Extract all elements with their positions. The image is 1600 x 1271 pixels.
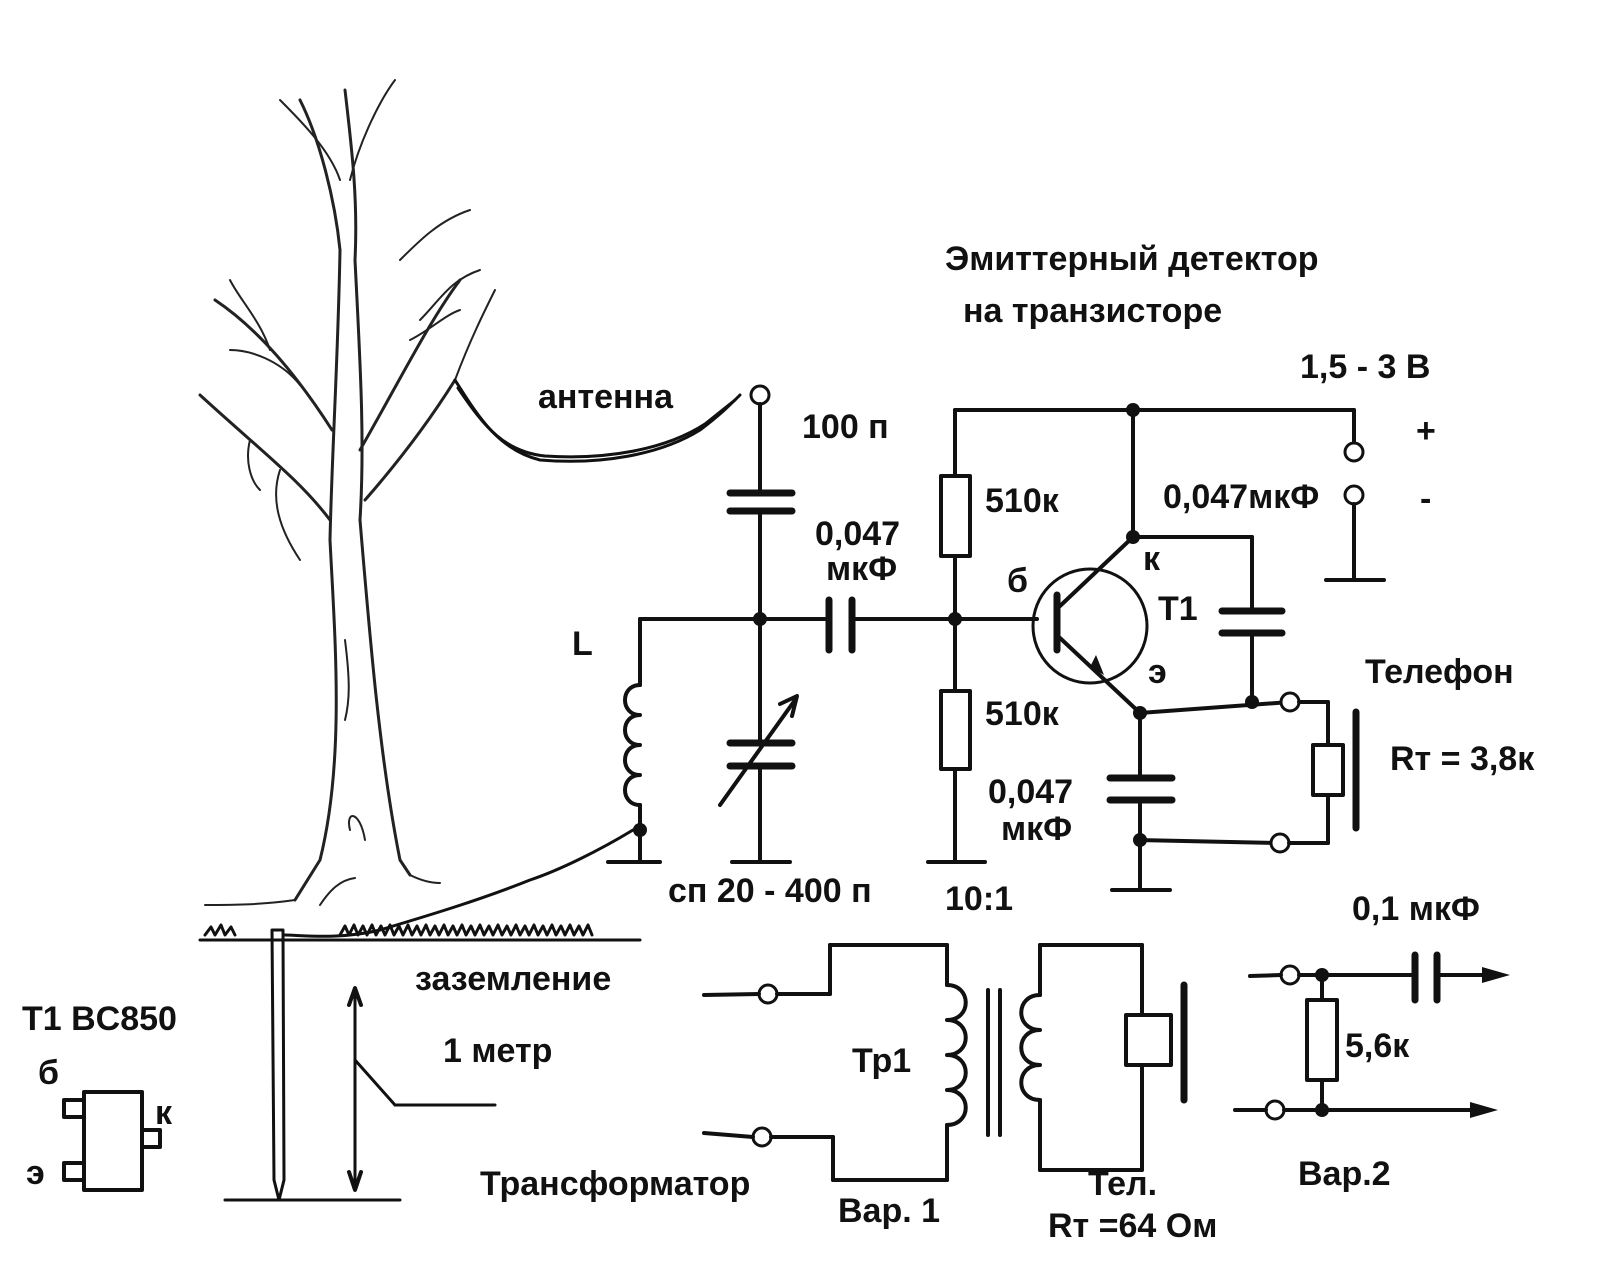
phone-resistance-label: Rт = 3,8к (1390, 740, 1535, 778)
transistor-label: T1 (1158, 590, 1198, 628)
var1-label: Вар. 1 (838, 1192, 940, 1230)
base-pin-label: б (1007, 562, 1028, 600)
tree-illustration (198, 79, 496, 906)
var2-label: Вар.2 (1298, 1155, 1391, 1193)
transformer-label: Трансформатор (480, 1165, 750, 1203)
supply-minus-label: - (1420, 480, 1431, 518)
bottom-cap-unit: мкФ (1001, 810, 1072, 848)
var2-cap-label: 0,1 мкФ (1352, 890, 1480, 928)
part-pin-e-label: э (26, 1154, 45, 1192)
resistor-lower-label: 510к (985, 695, 1060, 733)
supply-plus-label: + (1416, 412, 1436, 450)
bottom-cap-value: 0,047 (988, 773, 1073, 811)
title-line-1: Эмиттерный детектор (945, 240, 1319, 278)
phone-label: Телефон (1365, 653, 1514, 691)
output-variant-2 (1233, 951, 1510, 1121)
ground-label: заземление (415, 960, 611, 998)
depth-label: 1 метр (443, 1032, 552, 1070)
tel-label: Тел. (1088, 1165, 1157, 1203)
power-supply (1324, 408, 1386, 582)
part-pin-b-label: б (38, 1054, 59, 1092)
ratio-label: 10:1 (945, 880, 1013, 918)
inductor-coil (623, 683, 642, 807)
transformer-variant-1 (702, 943, 1188, 1182)
var2-resistor-label: 5,6к (1345, 1027, 1410, 1065)
headphone (1269, 691, 1360, 854)
part-pin-k-label: к (155, 1094, 173, 1132)
title-line-2: на транзисторе (963, 292, 1222, 330)
antenna-cap-label: 100 п (802, 408, 889, 446)
inductor-label: L (572, 625, 593, 663)
antenna-label: антенна (538, 378, 674, 416)
supply-terminal-plus[interactable] (1343, 441, 1365, 463)
part-title-label: T1 BC850 (22, 1000, 177, 1038)
tr1-label: Тр1 (852, 1042, 911, 1080)
antenna-terminal[interactable] (749, 384, 771, 406)
ground-surface (198, 923, 642, 942)
resistor-upper (939, 474, 972, 558)
resistor-upper-label: 510к (985, 482, 1060, 520)
ground-rod (223, 828, 635, 1202)
emitter-pin-label: э (1148, 653, 1167, 691)
bc850-package (62, 1090, 162, 1192)
supply-terminal-minus[interactable] (1343, 484, 1365, 506)
collector-cap-label: 0,047мкФ (1163, 478, 1319, 516)
resistor-lower (939, 689, 972, 771)
variable-cap-label: сп 20 - 400 п (668, 872, 872, 910)
tel-resistance-label: Rт =64 Ом (1048, 1207, 1217, 1245)
bias-divider (926, 408, 1356, 864)
transistor-t1 (1031, 403, 1292, 892)
tuning-circuit (606, 384, 1039, 864)
supply-voltage-label: 1,5 - 3 В (1300, 348, 1430, 386)
collector-pin-label: к (1143, 540, 1161, 578)
coupling-cap-unit: мкФ (826, 550, 897, 588)
coupling-cap-value: 0,047 (815, 515, 900, 553)
